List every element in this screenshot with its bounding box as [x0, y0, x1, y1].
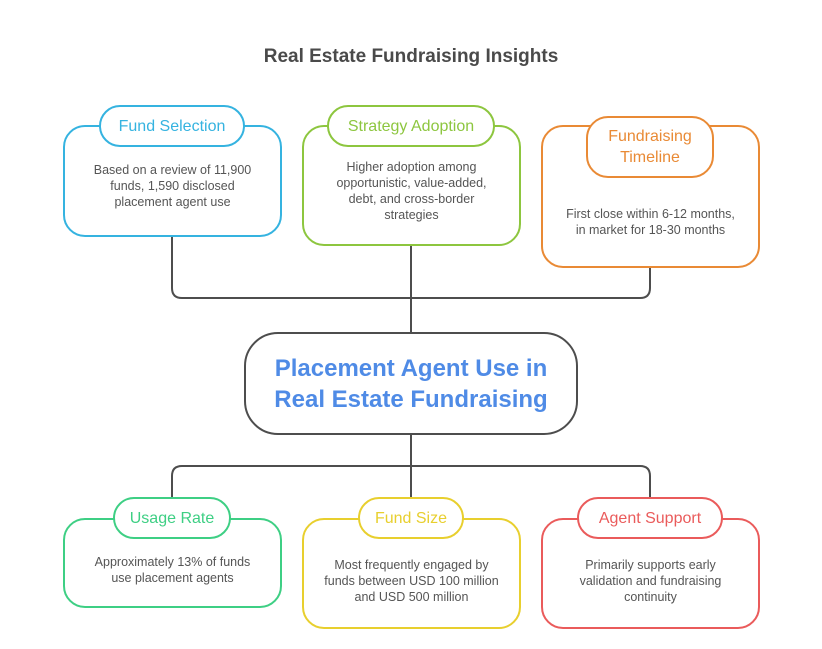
fundraising-timeline-text: First close within 6-12 months, in marke… — [566, 206, 735, 237]
agent-support-text: Primarily supports early validation and … — [579, 557, 722, 604]
diagram-title: Real Estate Fundraising Insights — [263, 46, 559, 67]
usage-rate-label: Usage Rate — [113, 497, 231, 539]
bottom-connector — [171, 465, 651, 497]
agent-support-label: Agent Support — [577, 497, 723, 539]
fundraising-timeline-label: Fundraising Timeline — [586, 116, 714, 178]
fund-size-text: Most frequently engaged by funds between… — [324, 557, 499, 604]
fund-selection-label: Fund Selection — [99, 105, 245, 147]
usage-rate-text: Approximately 13% of funds use placement… — [94, 555, 251, 585]
fund-selection-text: Based on a review of 11,900 funds, 1,590… — [93, 163, 252, 209]
strategy-adoption-text: Higher adoption among opportunistic, val… — [336, 159, 487, 222]
central-topic: Placement Agent Use in Real Estate Fundr… — [244, 332, 578, 435]
fund-size-label: Fund Size — [358, 497, 464, 539]
fundraising-timeline-card: First close within 6-12 months, in marke… — [541, 125, 760, 268]
strategy-adoption-label: Strategy Adoption — [327, 105, 495, 147]
